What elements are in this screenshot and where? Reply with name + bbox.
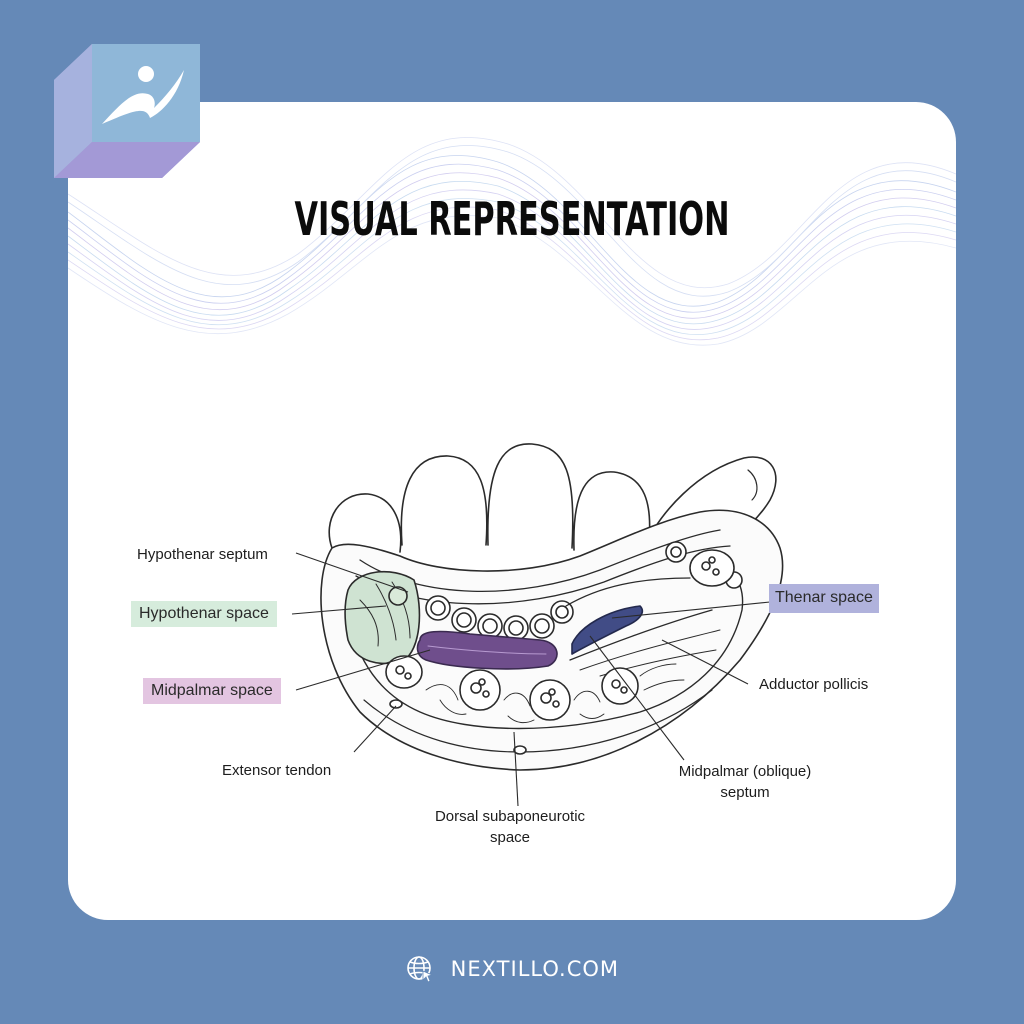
page-title: VISUAL REPRESENTATION: [294, 192, 730, 246]
label-dorsal-line2: space: [489, 829, 531, 846]
hand-cross-section-diagram: [291, 443, 784, 807]
label-dorsal-line1: Dorsal subaponeurotic: [434, 808, 586, 825]
finger-index: [328, 493, 402, 553]
decorative-wave-lines: [68, 137, 956, 346]
globe-cursor-icon: [407, 956, 434, 983]
thumb-bone: [689, 549, 735, 587]
label-septum-line1: Midpalmar (oblique): [678, 763, 812, 780]
tendon: [550, 600, 574, 624]
finger-middle: [400, 455, 488, 546]
finger-ring: [487, 443, 574, 549]
website-link[interactable]: NEXTILLO.COM: [450, 957, 620, 981]
hypothenar-muscle: [344, 570, 421, 665]
label-extensor-tendon: Extensor tendon: [222, 762, 332, 779]
label-midpalmar-septum: Midpalmar (oblique) septum: [660, 763, 830, 801]
tendon: [503, 615, 529, 641]
finger-little: [573, 471, 651, 551]
person-leap-logo-icon: [54, 44, 200, 178]
label-hypothenar-septum: Hypothenar septum: [137, 546, 268, 563]
label-septum-line2: septum: [720, 784, 770, 801]
tendon: [451, 607, 477, 633]
label-dorsal-subaponeurotic-space: Dorsal subaponeurotic space: [420, 808, 600, 846]
label-thenar-space: Thenar space: [769, 584, 879, 613]
content-card: VISUAL REPRESENTATION: [68, 102, 956, 920]
midpalmar-space-region: [416, 630, 558, 670]
tendon: [425, 595, 451, 621]
tendon: [529, 613, 555, 639]
label-adductor-pollicis: Adductor pollicis: [759, 676, 869, 693]
footer-website[interactable]: NEXTILLO.COM: [0, 954, 1024, 984]
label-midpalmar-space: Midpalmar space: [143, 678, 281, 704]
label-hypothenar-space: Hypothenar space: [131, 601, 277, 627]
